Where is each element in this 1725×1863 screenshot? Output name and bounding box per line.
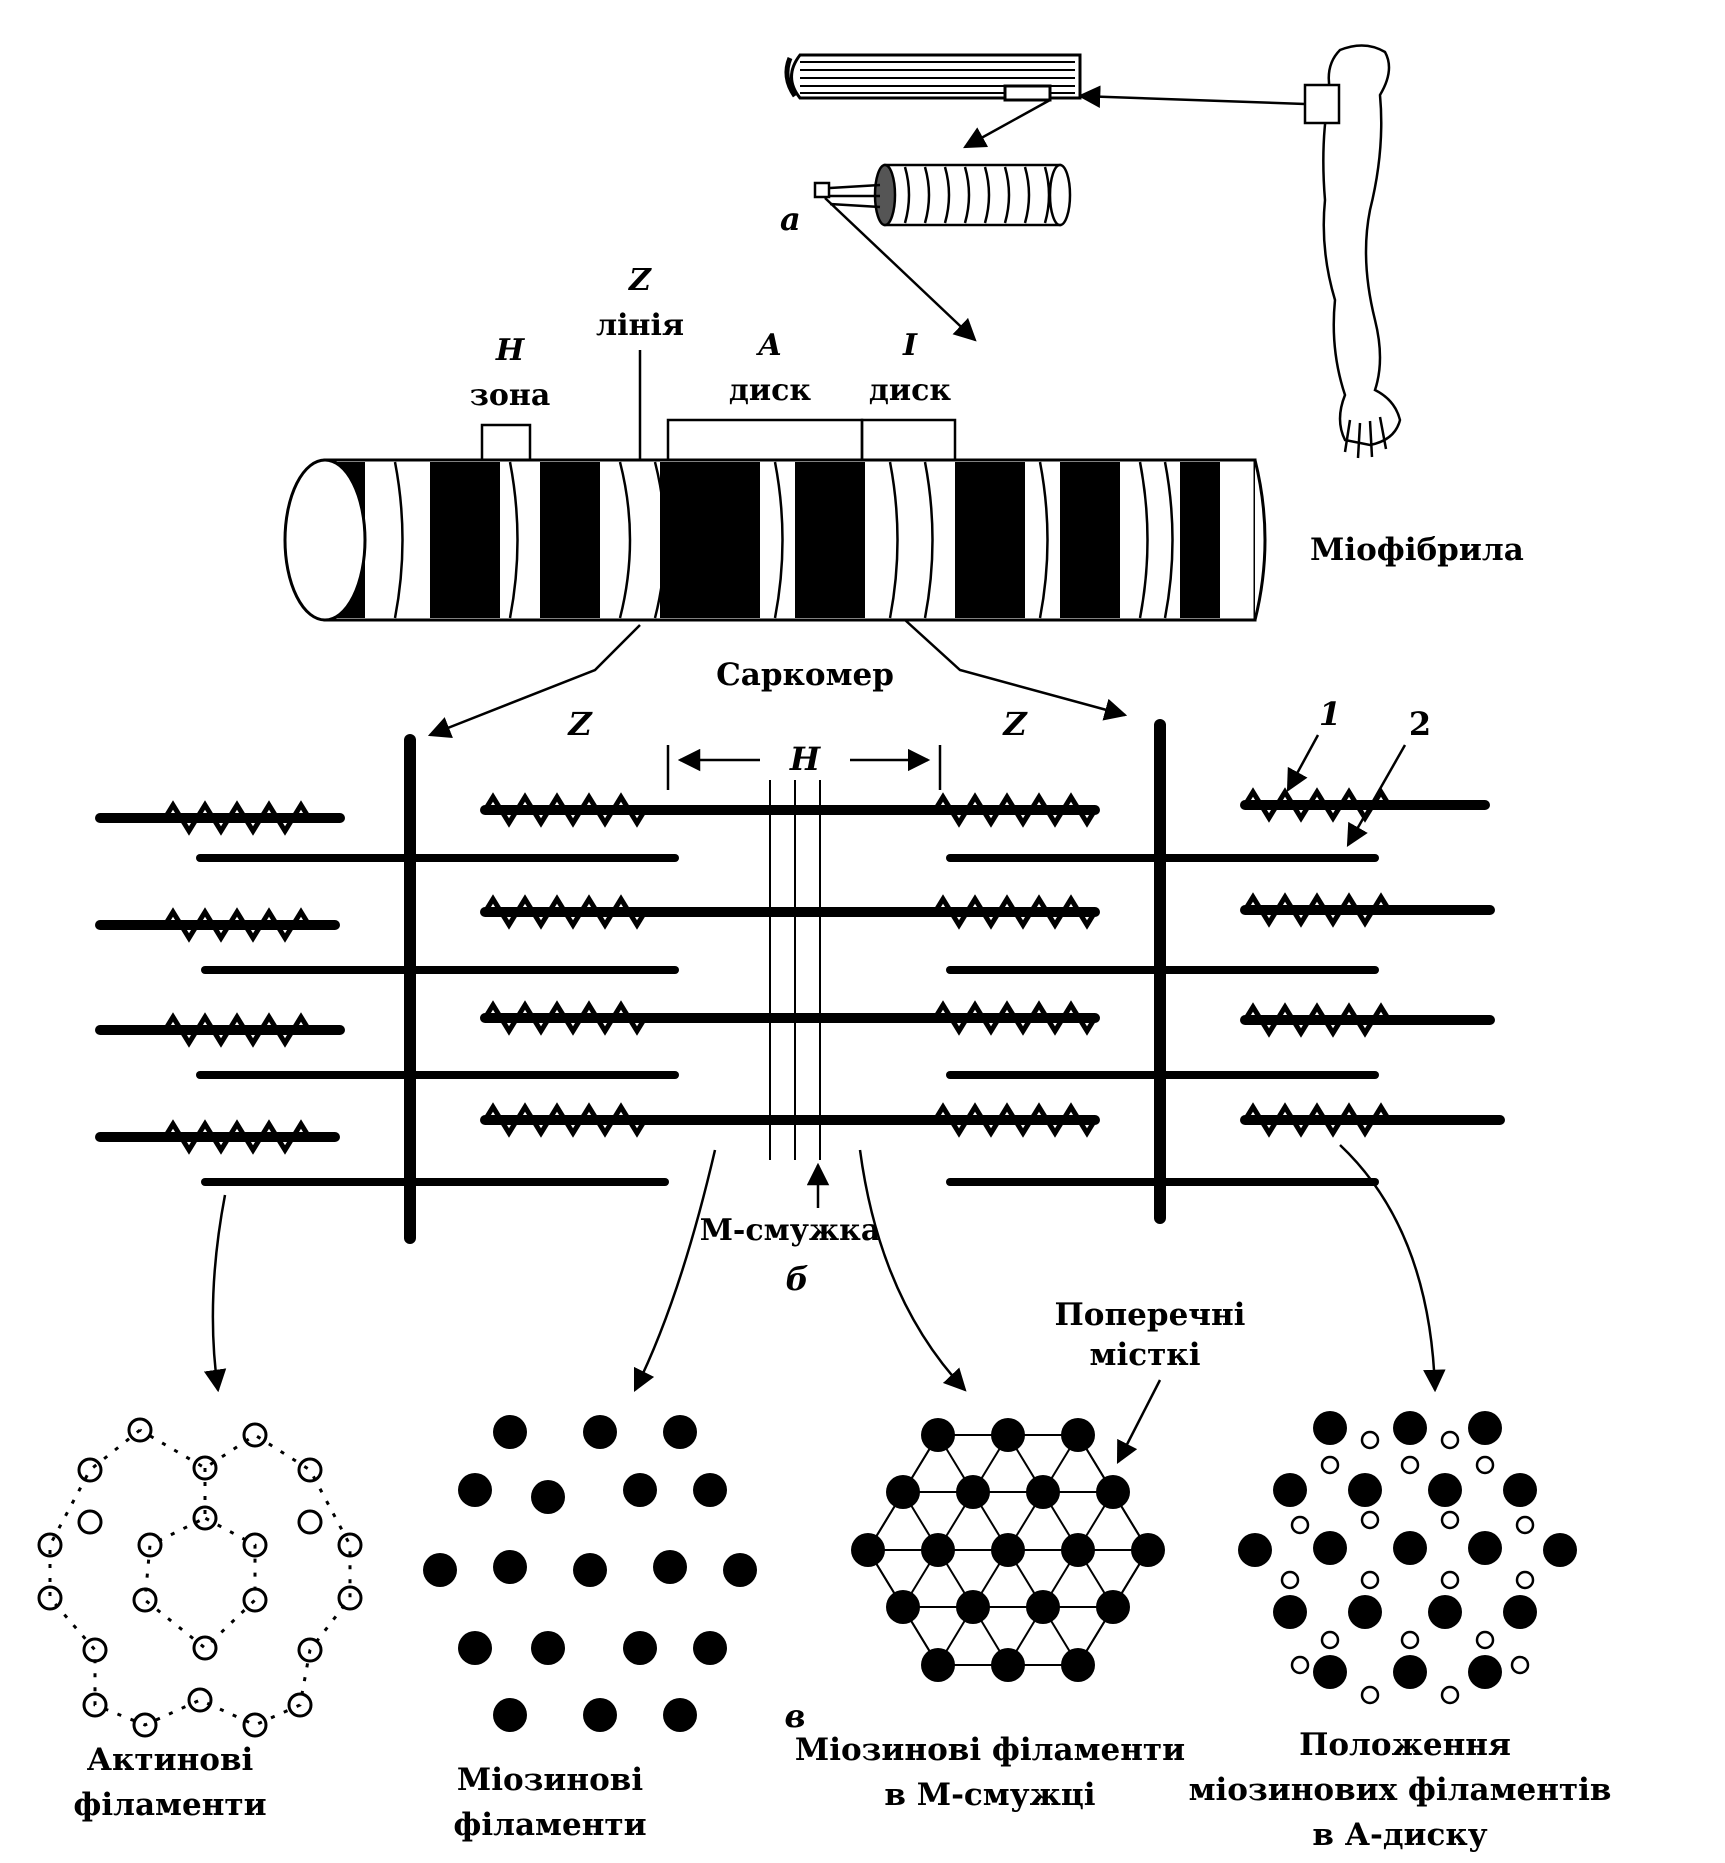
caption-a-band-line2: міозинових філаментів [1189,1772,1612,1808]
caption-a-band-line3: в А-диску [1312,1817,1487,1853]
caption-m-line-line2: в М-смужці [884,1777,1095,1813]
h-zone-marker [666,745,942,790]
m-line-label: М-смужка [700,1213,881,1248]
a-band-letter: A [755,328,781,363]
h-zone-word: зона [470,378,551,413]
bundle-to-fibre-arrow [963,98,1051,149]
caption-actin-line1: Актинові [87,1742,254,1778]
arm-to-muscle-arrow [1077,85,1306,108]
callout-2-arrow [1346,744,1407,847]
z-label-right: Z [1001,705,1028,743]
sarcomere-detail: H Z Z 1 2 М-смужка б [95,695,1505,1298]
zoom-arrow-right [904,619,1128,721]
cross-bridges-label-line1: Поперечні [1055,1297,1246,1333]
myofibril-cylinder [283,458,1267,622]
band-labels: H зона Z лінія A диск I диск [470,263,952,413]
caption-actin-line2: філаменти [73,1787,266,1823]
muscle-fibre-bundle [784,53,1082,102]
cross-bridges-arrow [1116,1379,1162,1465]
caption-myosin-line1: Міозинові [457,1762,643,1798]
fibre-to-myofibril-arrow [824,197,977,342]
a-band-word: диск [729,373,812,408]
callout-2: 2 [1409,705,1431,743]
m-line-myosin-dots [851,1418,1165,1682]
myosin-filaments [95,800,1505,1142]
m-line [769,780,821,1160]
zoom-arrow-left [427,624,641,739]
actin-filaments [196,854,1379,1186]
myosin-heads [162,787,1392,1155]
cross-section-arrows [203,1144,1446,1393]
caption-a-band-line1: Положення [1299,1727,1511,1763]
sarcomere-label: Саркомер [716,657,894,693]
i-band-word: диск [869,373,952,408]
i-band-letter: I [902,328,918,363]
h-zone-label: H [789,740,822,778]
muscle-fibre [813,163,1072,227]
callout-1: 1 [1319,695,1341,733]
cross-section-myosin [423,1415,757,1732]
caption-myosin-line2: філаменти [453,1807,646,1843]
z-label-left: Z [566,705,593,743]
cross-section-captions: Актинові філаменти Міозинові філаменти М… [73,1727,1611,1853]
panel-label-a: а [780,200,801,238]
panel-label-v: в [784,1697,805,1735]
z-line-letter: Z [628,263,652,298]
myofibril-label: Міофібрила [1310,532,1524,568]
cross-section-a-band [1238,1411,1577,1705]
caption-m-line-line1: Міозинові філаменти [795,1732,1185,1768]
band-brackets [480,350,957,462]
panel-label-b: б [785,1260,808,1298]
cross-section-m-line [851,1418,1165,1682]
cross-bridges-label-line2: місткі [1090,1337,1201,1373]
z-line-word: лінія [596,308,684,343]
callout-1-arrow [1286,734,1320,792]
arm-illustration [1303,44,1402,459]
cross-section-actin [37,1417,363,1738]
h-zone-letter: H [495,333,526,368]
